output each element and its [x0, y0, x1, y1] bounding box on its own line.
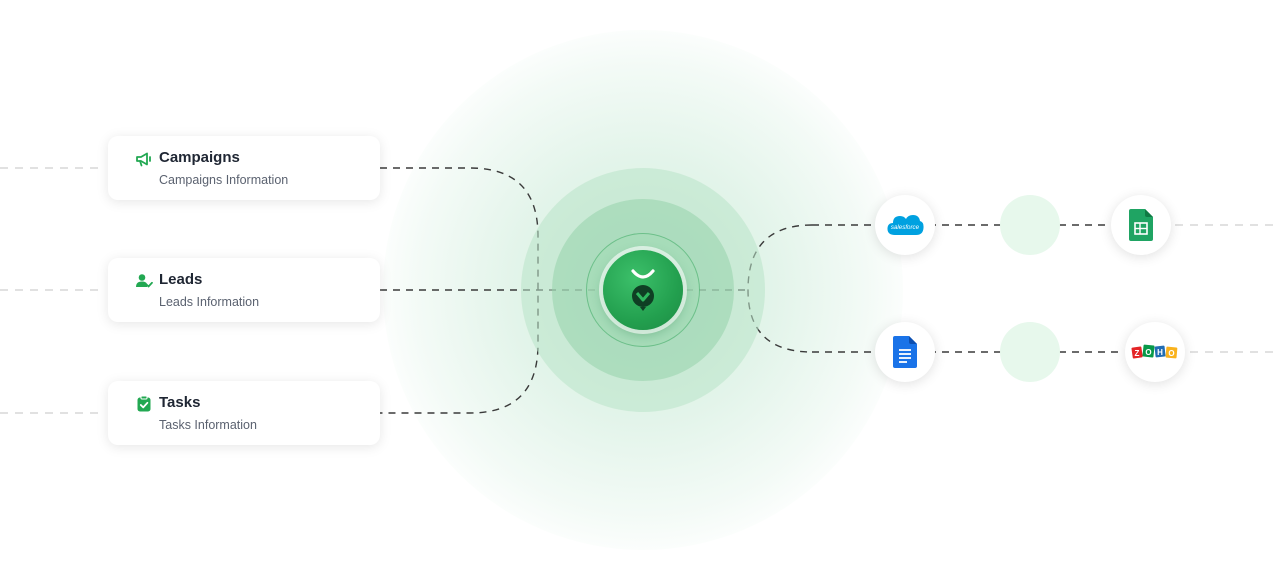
clipboard-check-icon	[137, 395, 151, 412]
app-logo-icon	[631, 269, 655, 311]
card-subtitle: Tasks Information	[159, 418, 257, 432]
card-title: Leads	[159, 271, 203, 288]
zoho-letter: O	[1145, 348, 1151, 357]
integration-google-docs[interactable]	[875, 322, 935, 382]
card-title: Tasks	[159, 394, 201, 411]
card-campaigns[interactable]: Campaigns Campaigns Information	[108, 136, 380, 200]
card-tasks[interactable]: Tasks Tasks Information	[108, 381, 380, 445]
integration-placeholder	[1000, 322, 1060, 382]
card-title: Campaigns	[159, 149, 240, 166]
google-sheets-icon	[1129, 209, 1153, 241]
integration-zoho[interactable]: Z O H O	[1125, 322, 1185, 382]
megaphone-icon	[136, 152, 151, 167]
google-docs-icon	[893, 336, 917, 368]
integration-google-sheets[interactable]	[1111, 195, 1171, 255]
zoho-letter: O	[1168, 349, 1174, 358]
card-leads[interactable]: Leads Leads Information	[108, 258, 380, 322]
salesforce-cloud-icon: salesforce	[887, 215, 924, 235]
card-subtitle: Leads Information	[159, 295, 260, 309]
zoho-logo-icon: Z O H O	[1131, 344, 1178, 359]
user-check-icon	[136, 274, 153, 288]
zoho-letter: H	[1157, 348, 1163, 357]
integration-salesforce[interactable]: salesforce	[875, 195, 935, 255]
card-subtitle: Campaigns Information	[159, 173, 289, 187]
hub-logo	[603, 250, 683, 330]
integration-placeholder	[1000, 195, 1060, 255]
salesforce-label: salesforce	[891, 224, 920, 231]
zoho-letter: Z	[1135, 349, 1140, 358]
